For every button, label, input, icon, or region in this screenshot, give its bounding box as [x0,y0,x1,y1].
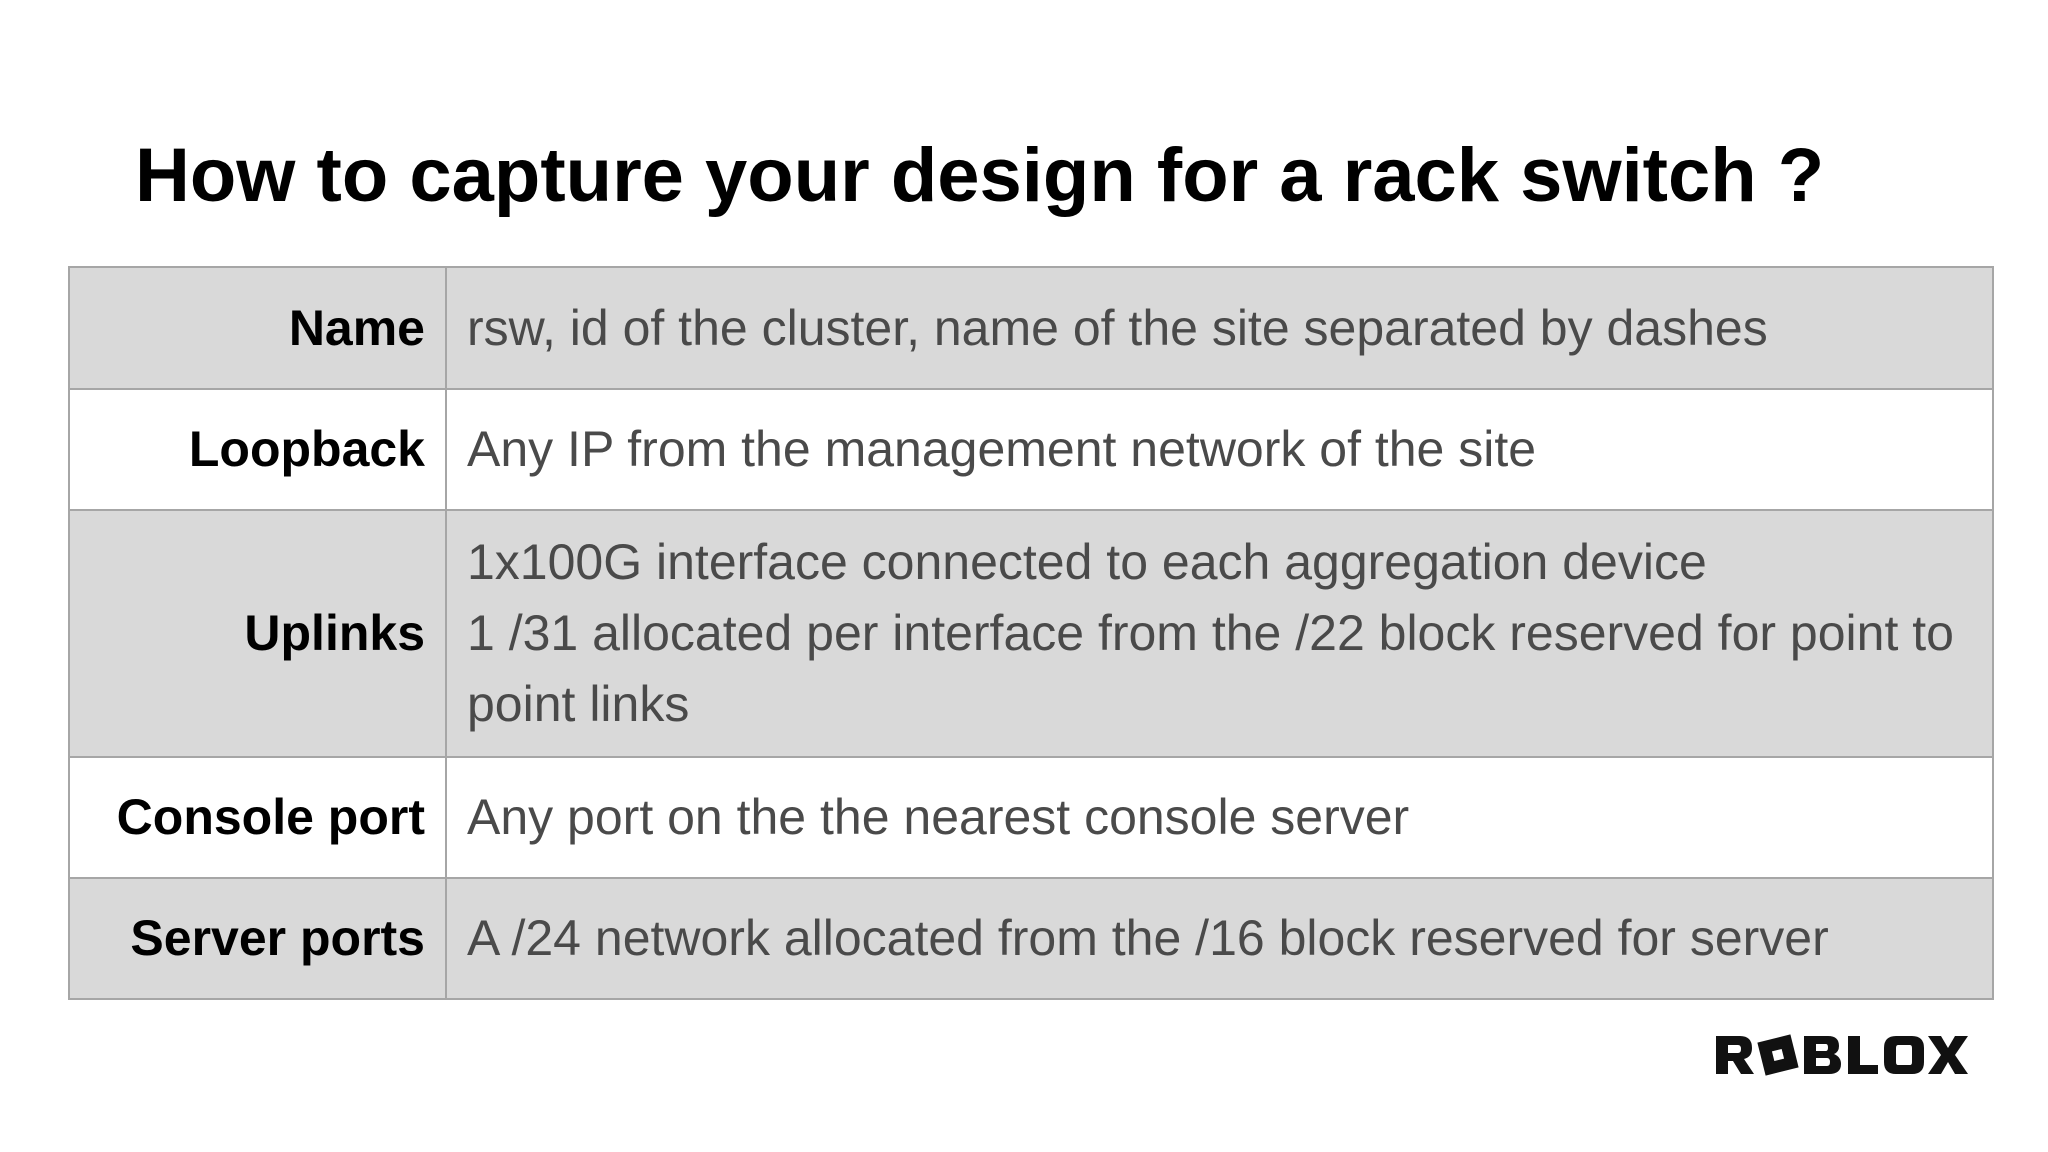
row-label: Uplinks [68,509,447,758]
row-value: Any IP from the management network of th… [445,388,1994,511]
value-line: Any IP from the management network of th… [467,421,1537,477]
roblox-logo-icon [1716,1034,1968,1076]
table-row-name: Name rsw, id of the cluster, name of the… [68,266,1994,390]
table-row-loopback: Loopback Any IP from the management netw… [68,388,1994,511]
row-label: Server ports [68,877,447,1000]
row-label: Name [68,266,447,390]
table-row-uplinks: Uplinks 1x100G interface connected to ea… [68,509,1994,758]
value-line: 1 /31 allocated per interface from the /… [467,605,1954,732]
table-row-server-ports: Server ports A /24 network allocated fro… [68,877,1994,1000]
row-value: 1x100G interface connected to each aggre… [445,509,1994,758]
spec-table: Name rsw, id of the cluster, name of the… [68,266,1994,1000]
slide-title: How to capture your design for a rack sw… [135,133,1825,218]
row-label: Loopback [68,388,447,511]
value-line: rsw, id of the cluster, name of the site… [467,299,1768,356]
row-value: Any port on the the nearest console serv… [445,756,1994,879]
table-row-console-port: Console port Any port on the the nearest… [68,756,1994,879]
row-value: A /24 network allocated from the /16 blo… [445,877,1994,1000]
row-label: Console port [68,756,447,879]
row-value: rsw, id of the cluster, name of the site… [445,266,1994,390]
value-line: 1x100G interface connected to each aggre… [467,534,1707,590]
value-line: A /24 network allocated from the /16 blo… [467,910,1829,966]
value-line: Any port on the the nearest console serv… [467,789,1410,845]
